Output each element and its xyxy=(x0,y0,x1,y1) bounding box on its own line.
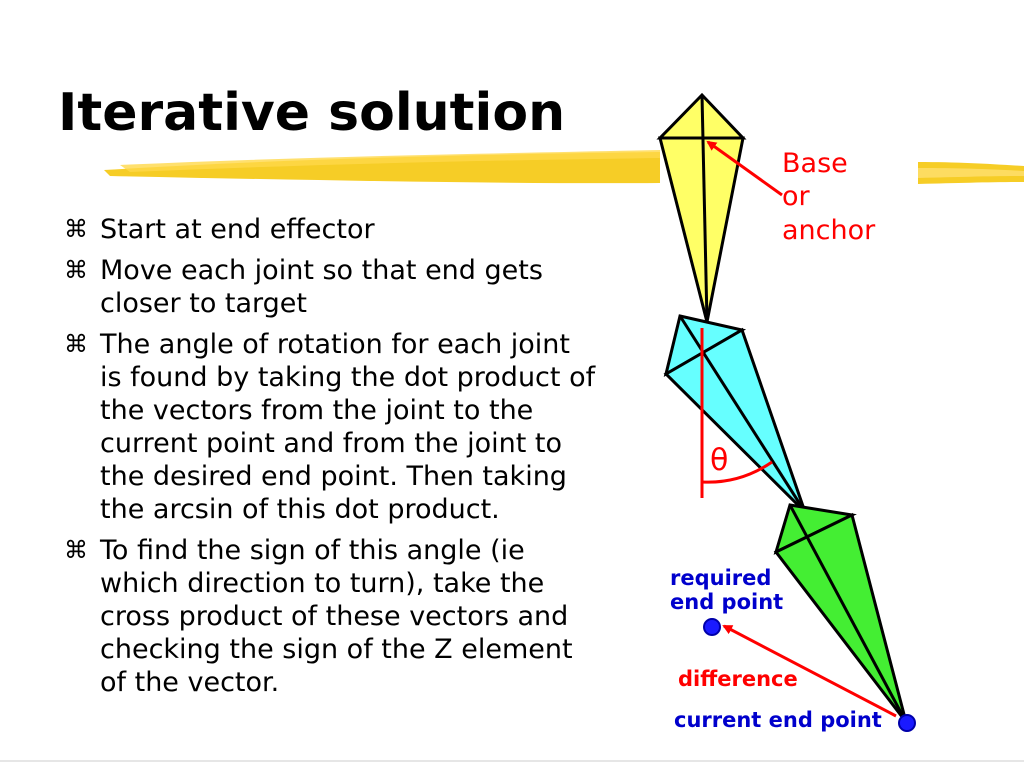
bullet-text: current point and from the joint to xyxy=(100,428,563,459)
page-title: Iterative solution xyxy=(58,83,566,143)
bullet-item: ⌘ Move each joint so that end gets close… xyxy=(64,254,664,320)
theta-label: θ xyxy=(710,443,728,478)
bullet-text: The angle of rotation for each joint xyxy=(100,329,570,360)
command-key-icon: ⌘ xyxy=(64,256,88,284)
link-2-cyan xyxy=(663,314,807,514)
bullet-text: cross product of these vectors and xyxy=(100,601,569,632)
base-label-line: Base xyxy=(782,148,848,179)
bullet-list: ⌘ Start at end effector ⌘ Move each join… xyxy=(64,213,664,707)
link-3-green xyxy=(773,503,908,723)
current-end-point-marker xyxy=(898,714,916,732)
command-key-icon: ⌘ xyxy=(64,215,88,243)
command-key-icon: ⌘ xyxy=(64,536,88,564)
difference-label: difference xyxy=(678,667,798,691)
required-end-point-label: end point xyxy=(670,590,783,614)
footer-divider xyxy=(0,760,1024,762)
bullet-text: of the vector. xyxy=(100,667,280,698)
required-end-point-marker xyxy=(703,618,721,636)
required-end-point-label: required xyxy=(670,566,771,590)
bullet-text: which direction to turn), take the xyxy=(100,568,545,599)
base-label-line: or xyxy=(782,181,811,212)
bullet-text: the vectors from the joint to the xyxy=(100,395,534,426)
bullet-item: ⌘ Start at end effector xyxy=(64,213,664,246)
bullet-text: Move each joint so that end gets xyxy=(100,255,543,286)
base-label-line: anchor xyxy=(782,215,876,246)
highlighter-stroke xyxy=(104,150,1024,184)
angle-annotation xyxy=(700,328,773,498)
bullet-text: Start at end effector xyxy=(100,214,375,245)
bullet-text: is found by taking the dot product of xyxy=(100,362,596,393)
bullet-text: the arcsin of this dot product. xyxy=(100,494,500,525)
command-key-icon: ⌘ xyxy=(64,330,88,358)
base-arrow xyxy=(706,140,783,197)
bullet-text: closer to target xyxy=(100,288,308,319)
bullet-item: ⌘ The angle of rotation for each joint i… xyxy=(64,328,664,526)
difference-arrow xyxy=(722,624,897,718)
link-1-yellow xyxy=(656,92,747,323)
current-end-point-label: current end point xyxy=(674,708,882,732)
bullet-item: ⌘ To find the sign of this angle (ie whi… xyxy=(64,534,664,699)
bullet-text: To find the sign of this angle (ie xyxy=(100,535,525,566)
bullet-text: the desired end point. Then taking xyxy=(100,461,567,492)
bullet-text: checking the sign of the Z element xyxy=(100,634,573,665)
